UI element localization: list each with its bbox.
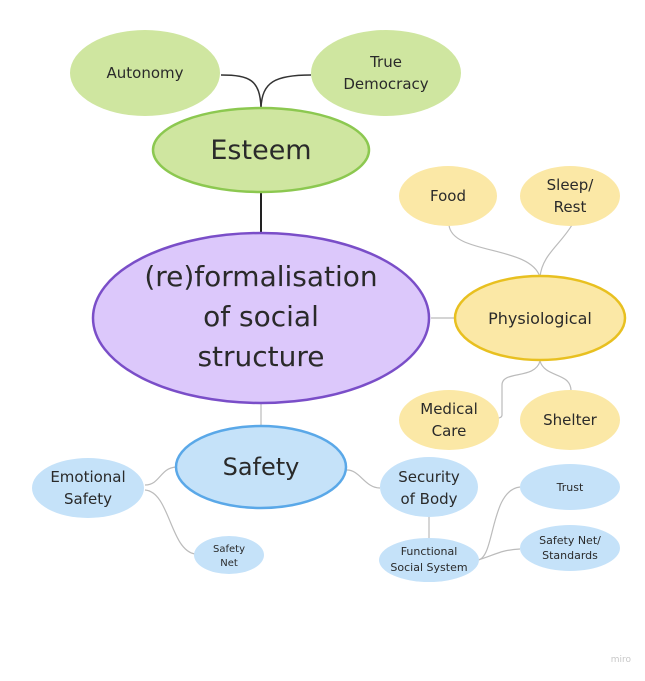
connector-physiological-shelter (539, 360, 572, 391)
node-medical-care-label-1: Medical (420, 400, 477, 418)
node-emotional-safety[interactable]: Emotional Safety (32, 458, 144, 518)
node-center-label-2: of social (203, 300, 319, 333)
node-food-label: Food (430, 187, 466, 205)
connector-functional-standards (477, 548, 521, 561)
node-medical-care[interactable]: Medical Care (399, 390, 499, 450)
connector-physiological-sleep (539, 224, 573, 278)
node-physiological-label: Physiological (488, 309, 592, 328)
node-security-of-body-label-2: of Body (400, 490, 457, 508)
node-center[interactable]: (re)formalisation of social structure (91, 231, 431, 405)
node-sleep-rest-label-1: Sleep/ (547, 176, 595, 194)
node-shelter[interactable]: Shelter (520, 390, 620, 450)
node-safety-net[interactable]: Safety Net (194, 536, 264, 574)
connector-esteem-autonomy (220, 74, 262, 109)
node-autonomy-label: Autonomy (107, 64, 184, 82)
node-trust[interactable]: Trust (520, 464, 620, 510)
node-physiological[interactable]: Physiological (453, 274, 627, 362)
node-medical-care-label-2: Care (432, 422, 467, 440)
node-center-label-1: (re)formalisation (144, 260, 377, 293)
node-safety-net-label-2: Net (220, 558, 238, 569)
connector-physiological-food (448, 224, 541, 278)
node-security-of-body[interactable]: Security of Body (380, 457, 478, 517)
miro-watermark: miro (610, 655, 631, 665)
node-security-of-body-label-1: Security (398, 468, 460, 486)
node-emotional-safety-label-2: Safety (64, 490, 112, 508)
node-esteem[interactable]: Esteem (151, 106, 371, 194)
connector-safety-safety-net (144, 489, 196, 555)
node-sleep-rest-label-2: Rest (554, 198, 587, 216)
node-center-label-3: structure (197, 340, 324, 373)
node-esteem-label: Esteem (210, 135, 311, 166)
node-safety[interactable]: Safety (174, 424, 348, 510)
node-emotional-safety-label-1: Emotional (50, 468, 125, 486)
node-autonomy[interactable]: Autonomy (70, 30, 220, 116)
node-functional-social-system-label-1: Functional (401, 545, 458, 558)
connector-safety-security (346, 469, 381, 489)
connector-safety-emotional (144, 466, 177, 486)
connector-functional-trust (477, 486, 521, 561)
node-safety-net-standards[interactable]: Safety Net/ Standards (520, 525, 620, 571)
connector-esteem-true-democracy (260, 74, 312, 109)
node-true-democracy-label-2: Democracy (343, 75, 428, 93)
node-sleep-rest[interactable]: Sleep/ Rest (520, 166, 620, 226)
node-functional-social-system[interactable]: Functional Social System (379, 538, 479, 582)
node-safety-label: Safety (223, 453, 300, 481)
node-shelter-label: Shelter (543, 411, 598, 429)
node-functional-social-system-label-2: Social System (390, 561, 467, 574)
node-food[interactable]: Food (399, 166, 497, 226)
node-true-democracy-label-1: True (369, 53, 402, 71)
node-safety-net-standards-label-1: Safety Net/ (539, 534, 601, 547)
node-true-democracy[interactable]: True Democracy (311, 30, 461, 116)
node-safety-net-standards-label-2: Standards (542, 549, 598, 562)
node-trust-label: Trust (556, 481, 584, 494)
node-safety-net-label-1: Safety (213, 544, 245, 555)
